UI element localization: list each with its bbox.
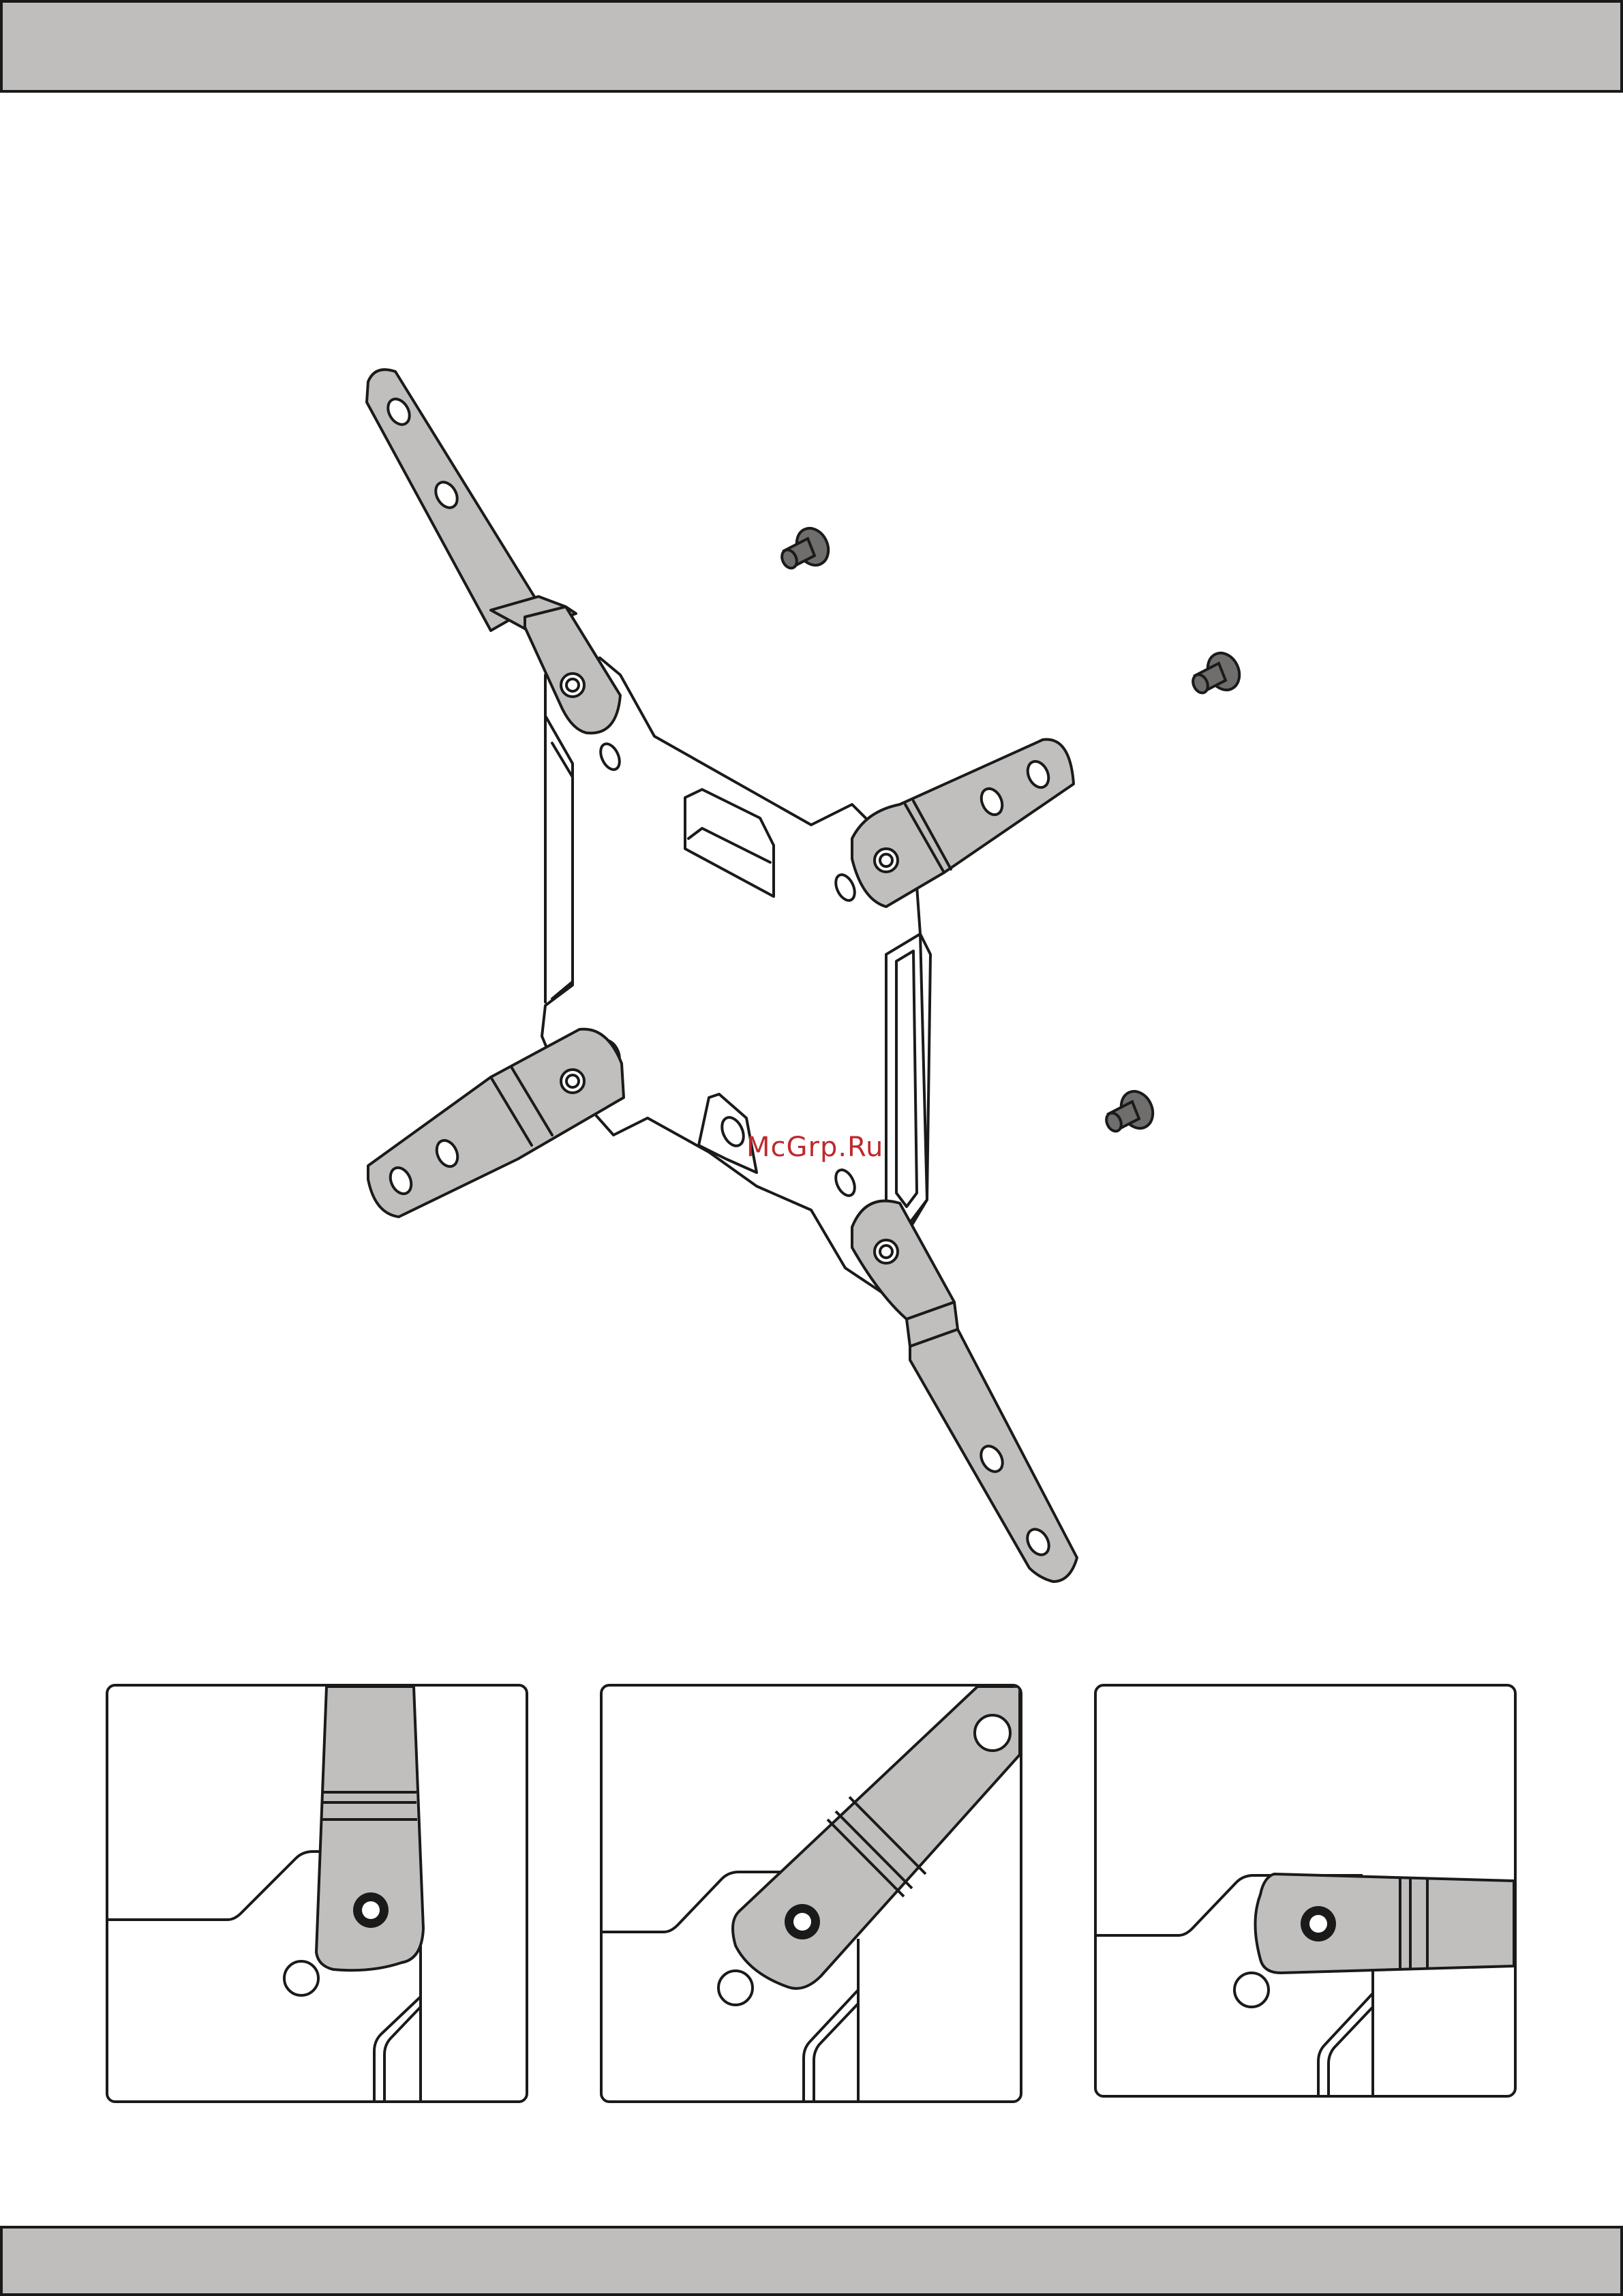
screw (779, 523, 834, 571)
screw (1104, 1086, 1159, 1134)
header-band (0, 0, 1623, 93)
mounting-plate (542, 658, 930, 1295)
adapter-arm (852, 740, 1074, 907)
adapter-arm (1256, 1874, 1515, 1973)
adapter-arm (316, 1687, 423, 1970)
assembly-illustration: .ol { fill: none; stroke: #1a1a1a; strok… (0, 93, 1623, 1613)
adapter-arm (852, 1201, 1077, 1582)
adapter-arm (733, 1687, 1020, 1989)
watermark: McGrp.Ru (746, 1132, 883, 1163)
screw (1190, 648, 1245, 695)
adapter-arm (368, 1029, 624, 1217)
adapter-arm (367, 369, 620, 733)
detail-panel-vertical (106, 1684, 528, 2103)
detail-panel-diagonal (600, 1684, 1022, 2103)
detail-panel-horizontal (1094, 1684, 1517, 2098)
footer-band (0, 2226, 1623, 2296)
hole-outline (284, 1961, 318, 1995)
